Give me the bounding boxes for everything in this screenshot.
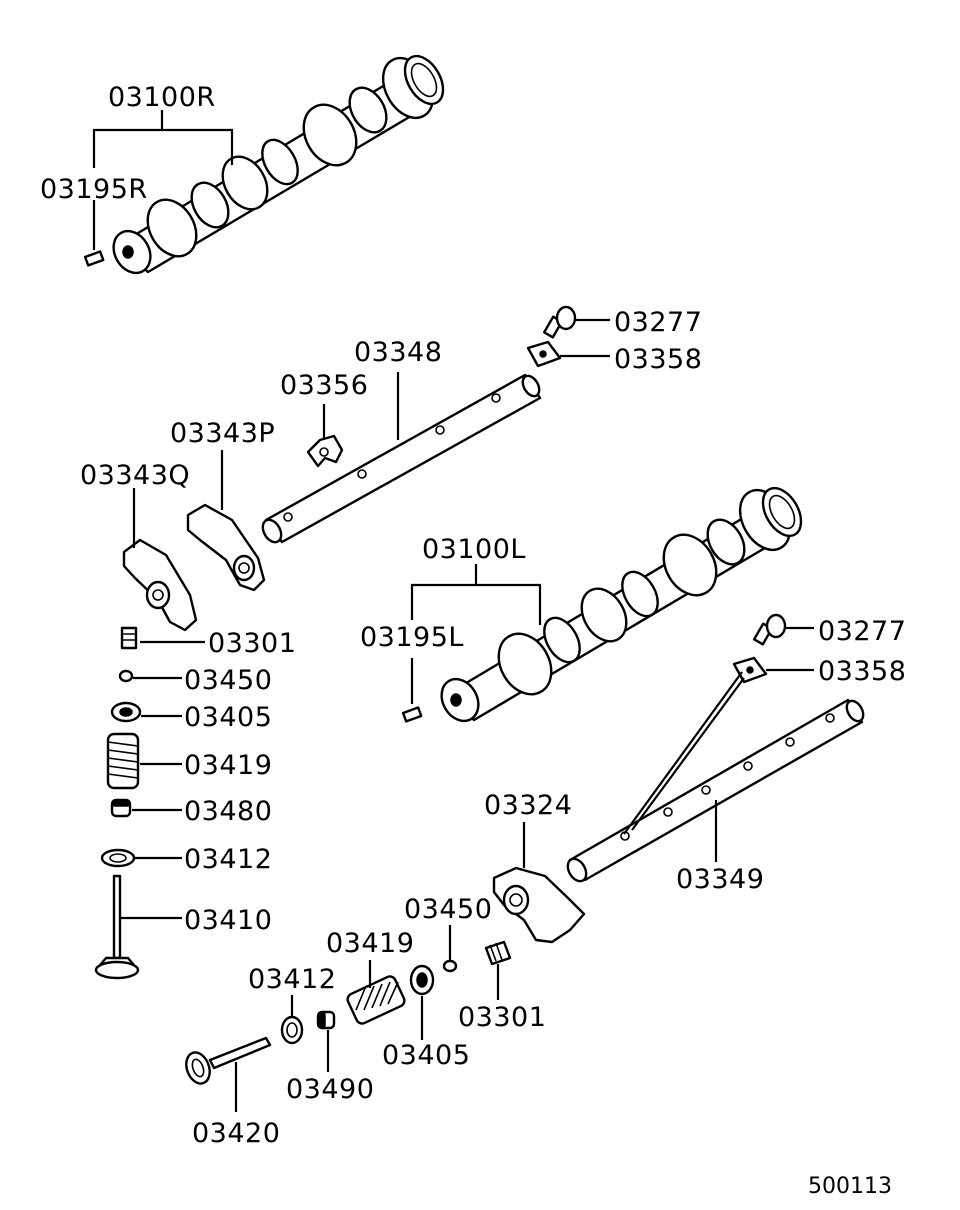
seal-right <box>316 1010 336 1030</box>
retainer-right <box>409 964 435 996</box>
label-valve-right: 03420 <box>192 1118 280 1149</box>
label-bolt-lower: 03277 <box>818 616 906 647</box>
label-camshaft-l: 03100L <box>422 534 526 565</box>
label-rocker-shaft-lower: 03349 <box>676 864 764 895</box>
retainer-left <box>110 701 142 723</box>
spacer <box>306 434 344 468</box>
label-valve-left: 03410 <box>184 905 272 936</box>
adjuster-right <box>484 940 512 966</box>
retainer-lock-right <box>442 959 458 973</box>
rocker-arm-lower <box>492 866 586 944</box>
label-pin-r: 03195R <box>40 174 148 205</box>
retainer-lock-left <box>118 669 134 683</box>
label-retainer-lock-left: 03450 <box>184 665 272 696</box>
camshaft-l <box>440 486 803 723</box>
label-retainer-right: 03405 <box>382 1040 470 1071</box>
label-rocker-shaft-upper: 03348 <box>354 337 442 368</box>
label-plate-upper: 03358 <box>614 344 702 375</box>
valve-left <box>94 874 140 980</box>
seat-right <box>280 1015 304 1045</box>
label-rocker-arm-q: 03343Q <box>80 460 190 491</box>
rocker-shaft-upper <box>261 373 542 544</box>
label-retainer-left: 03405 <box>184 702 272 733</box>
seat-left <box>100 848 136 868</box>
label-retainer-lock-right: 03450 <box>404 894 492 925</box>
rocker-arm-q <box>122 538 198 632</box>
label-adjuster-right: 03301 <box>458 1002 546 1033</box>
label-seal-left: 03480 <box>184 796 272 827</box>
spring-right <box>346 975 406 1025</box>
bolt-upper <box>542 305 577 339</box>
figure-id: 500113 <box>808 1174 892 1199</box>
spring-left <box>106 732 140 790</box>
rocker-arm-p <box>186 503 266 592</box>
adjuster-left <box>120 626 138 650</box>
label-seal-right: 03490 <box>286 1074 374 1105</box>
label-spring-left: 03419 <box>184 750 272 781</box>
label-spring-right: 03419 <box>326 928 414 959</box>
label-seat-left: 03412 <box>184 844 272 875</box>
label-seat-right: 03412 <box>248 964 336 995</box>
pin-l <box>401 706 423 723</box>
bolt-lower <box>752 613 787 646</box>
label-camshaft-r: 03100R <box>108 82 216 113</box>
valve-right <box>185 1036 272 1085</box>
camshaft-r <box>112 54 445 275</box>
label-rocker-arm-lower: 03324 <box>484 790 572 821</box>
rocker-shaft-lower <box>566 698 865 883</box>
seal-left <box>110 798 132 818</box>
label-pin-l: 03195L <box>360 622 464 653</box>
pin-r <box>83 250 105 267</box>
label-adjuster-left: 03301 <box>208 628 296 659</box>
label-bolt-upper: 03277 <box>614 307 702 338</box>
plate-upper <box>526 340 562 368</box>
label-spacer: 03356 <box>280 370 368 401</box>
label-plate-lower: 03358 <box>818 656 906 687</box>
label-rocker-arm-p: 03343P <box>170 418 275 449</box>
plate-lower <box>732 656 768 684</box>
